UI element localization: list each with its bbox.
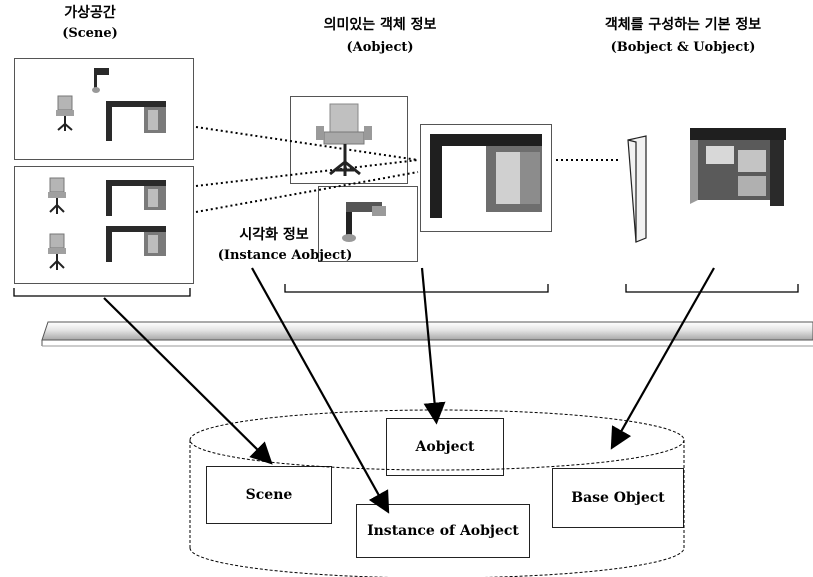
aobject-shelf-icon [430, 134, 542, 218]
scene-top-shelf-icon [106, 101, 166, 141]
scene-bottom-shelf-icon-1 [106, 180, 166, 216]
dotted-lines [195, 126, 620, 213]
brackets [13, 284, 799, 297]
base-object-icon [627, 128, 786, 243]
aobject-chair-icon [316, 103, 372, 176]
database-cylinder [189, 409, 685, 577]
scene-top-chair-icon [56, 95, 74, 131]
instance-heading-en: (Instance Aobject) [217, 248, 353, 263]
arrows [103, 267, 715, 514]
scene-heading-en: (Scene) [62, 26, 118, 41]
scene-top-lamp-icon [92, 68, 109, 93]
scene-bottom-chair-icon-2 [48, 233, 66, 270]
db-scene-box: Scene [206, 466, 332, 524]
aobject-heading-en: (Aobject) [346, 40, 414, 55]
scene-bottom-chair-icon-1 [48, 177, 66, 214]
lamp-panel [318, 186, 418, 262]
instance-heading-ko: 시각화 정보 [239, 227, 309, 243]
base-heading-ko: 객체를 구성하는 기본 정보 [604, 17, 762, 33]
scene-heading-ko: 가상공간 [64, 5, 116, 21]
db-aobject-box: Aobject [386, 418, 504, 476]
db-base-box: Base Object [552, 468, 684, 528]
aobject-lamp-icon [342, 202, 386, 242]
base-heading-en: (Bobject & Uobject) [610, 40, 756, 55]
scene-bottom-shelf-icon-2 [106, 226, 166, 262]
aobject-heading-ko: 의미있는 객체 정보 [323, 17, 437, 33]
